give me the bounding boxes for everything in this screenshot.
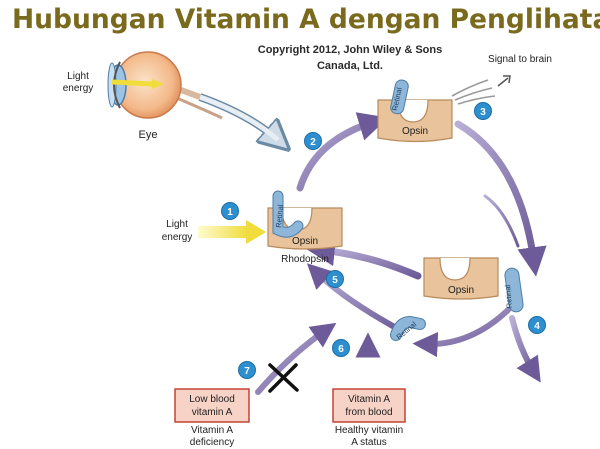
low-blood-line-2: vitamin A	[192, 407, 233, 418]
light-energy-arrow	[198, 220, 266, 244]
eye-light-label-2: energy	[63, 83, 94, 94]
eye-illustration	[107, 51, 227, 120]
opsin-label-top: Opsin	[402, 126, 428, 137]
copyright-notice: Copyright 2012, John Wiley & Sons Canada…	[250, 42, 450, 74]
arrow-opsin-down-right	[454, 120, 547, 277]
cycle-arrows	[255, 112, 547, 395]
step-circle-2: 2	[304, 132, 322, 150]
healthy-label-1: Healthy vitamin	[335, 425, 403, 436]
light-energy-label-2: energy	[162, 232, 193, 243]
rhodopsin: Retinal Opsin	[267, 190, 343, 250]
step-circle-7: 7	[238, 361, 256, 379]
opsin-label-rhodopsin: Opsin	[292, 236, 318, 247]
vitamin-a-from-blood-box: Vitamin A from blood	[332, 388, 406, 423]
step-number-5: 5	[332, 275, 338, 286]
retinal-label-rhodopsin: Retinal	[274, 204, 285, 228]
arrow-to-opsin-lower-left	[305, 236, 422, 280]
arrow-rhodopsin-to-opsin	[296, 112, 389, 192]
blocked-x-mark	[268, 363, 299, 393]
arrow-to-retinal-right	[483, 194, 520, 248]
arrow-low-blood	[255, 322, 337, 395]
copyright-line-1: Copyright 2012, John Wiley & Sons	[257, 44, 443, 56]
deficiency-label-1: Vitamin A	[191, 425, 233, 436]
step-circle-5: 5	[326, 270, 344, 288]
rhodopsin-label: Rhodopsin	[281, 254, 329, 265]
arrow-retinal-down	[509, 315, 541, 383]
opsin-alone: Opsin	[423, 257, 499, 300]
step-circle-6: 6	[332, 339, 350, 357]
slide-title: Hubungan Vitamin A dengan Penglihatan	[12, 4, 600, 35]
from-blood-line-1: Vitamin A	[348, 394, 390, 405]
eye-light-label-1: Light	[67, 71, 89, 82]
arrow-retinal-to-rhodopsin	[306, 263, 403, 333]
healthy-label-2: A status	[351, 437, 387, 448]
step-number-1: 1	[227, 207, 233, 218]
copyright-line-2: Canada, Ltd.	[316, 60, 383, 72]
retinal-label-right: Retinal	[503, 284, 514, 308]
retinal-free-right: Retinal	[503, 267, 524, 313]
signal-arrow	[497, 77, 509, 87]
light-energy-label-1: Light	[166, 219, 188, 230]
step-number-3: 3	[480, 107, 486, 118]
step-circle-4: 4	[528, 316, 546, 334]
from-blood-line-2: from blood	[345, 407, 392, 418]
step-number-6: 6	[338, 344, 344, 355]
opsin-with-retinal-top: Retinal Opsin	[377, 79, 453, 143]
opsin-label-alone: Opsin	[448, 285, 474, 296]
signal-lines	[451, 79, 496, 105]
eye-label: Eye	[139, 129, 158, 141]
step-number-2: 2	[310, 137, 316, 148]
step-number-7: 7	[244, 366, 250, 377]
step-circle-3: 3	[474, 102, 492, 120]
low-blood-vitamin-a-box: Low blood vitamin A	[174, 388, 250, 423]
low-blood-line-1: Low blood	[189, 394, 235, 405]
deficiency-label-2: deficiency	[190, 437, 234, 448]
signal-to-brain-label: Signal to brain	[488, 54, 552, 65]
retinal-free-bottom: Retinal	[390, 315, 426, 342]
step-circle-1: 1	[221, 202, 239, 220]
step-number-4: 4	[534, 321, 540, 332]
arrow-retinal-back	[412, 307, 511, 358]
